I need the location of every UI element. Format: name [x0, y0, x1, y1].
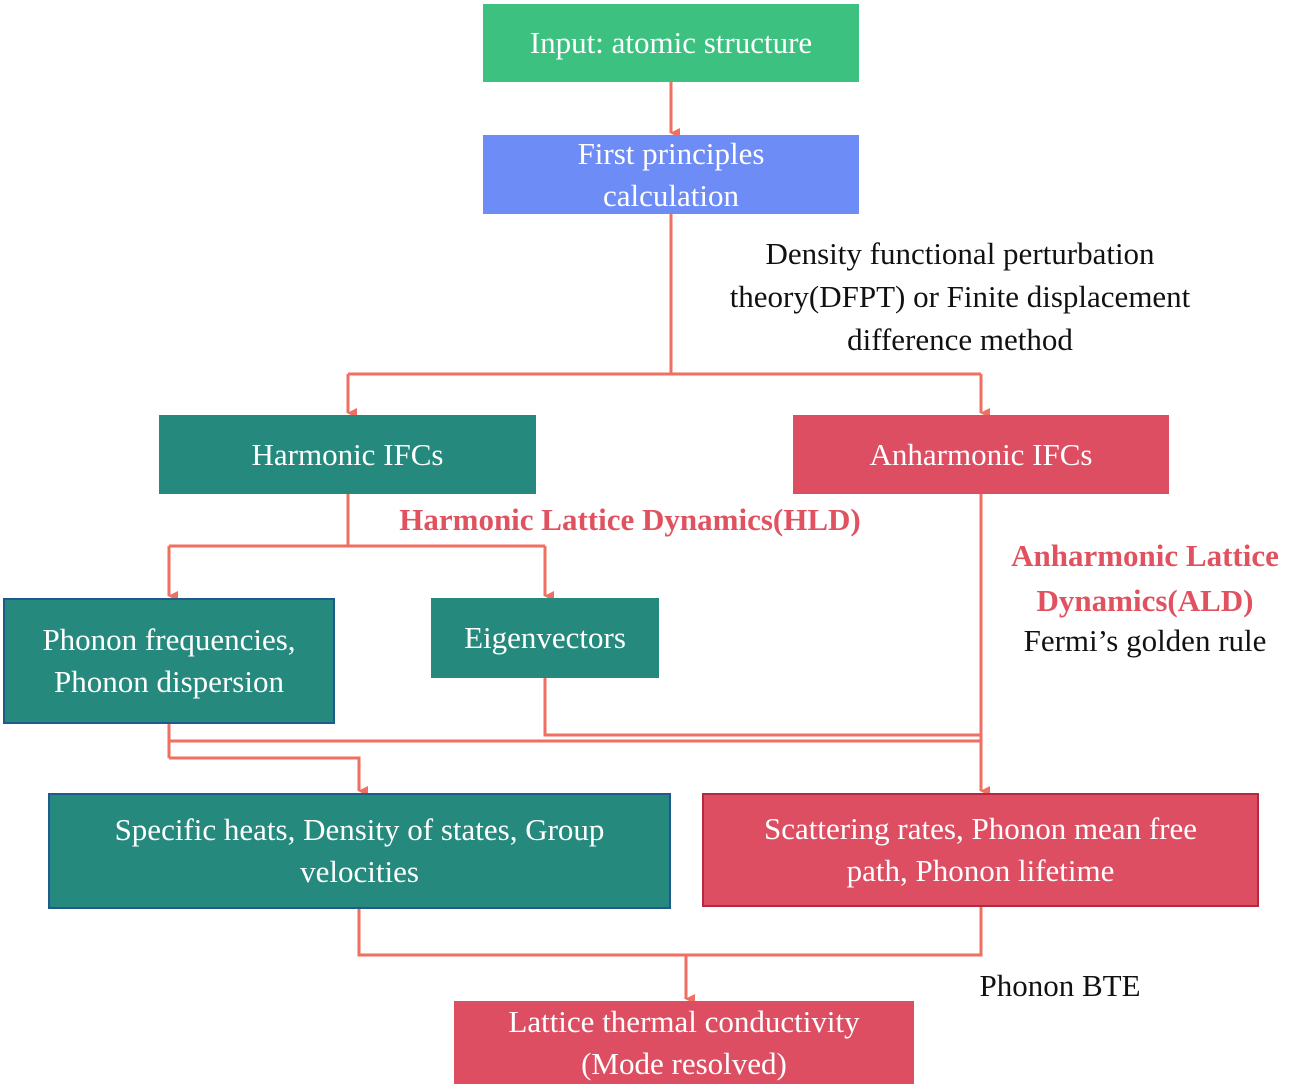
label-hld: Harmonic Lattice Dynamics(HLD) [399, 502, 861, 537]
node-eigenvectors: Eigenvectors [431, 598, 659, 678]
label-bte: Phonon BTE [979, 968, 1141, 1003]
arrow-frequencies-to-specific-heats [169, 756, 368, 796]
node-anharmonic-ifcs: Anharmonic IFCs [793, 415, 1169, 494]
connector-eigenvectors-to-scattering [543, 678, 981, 737]
label-fermi: Fermi’s golden rule [1023, 623, 1267, 658]
node-first-principles: First principles calculation [483, 135, 859, 214]
label-ald: Anharmonic Lattice Dynamics(ALD) [1011, 538, 1279, 618]
label-dfpt: Density functional perturbation theory(D… [729, 236, 1191, 357]
node-specific-heats: Specific heats, Density of states, Group… [48, 793, 671, 909]
connector-specific-heats-down [357, 906, 983, 957]
node-lattice-conductivity: Lattice thermal conductivity (Mode resol… [454, 1001, 914, 1084]
node-phonon-frequencies: Phonon frequencies, Phonon dispersion [3, 598, 335, 724]
node-input: Input: atomic structure [483, 4, 859, 82]
node-scattering-rates: Scattering rates, Phonon mean free path,… [702, 793, 1259, 907]
node-harmonic-ifcs: Harmonic IFCs [159, 415, 536, 494]
